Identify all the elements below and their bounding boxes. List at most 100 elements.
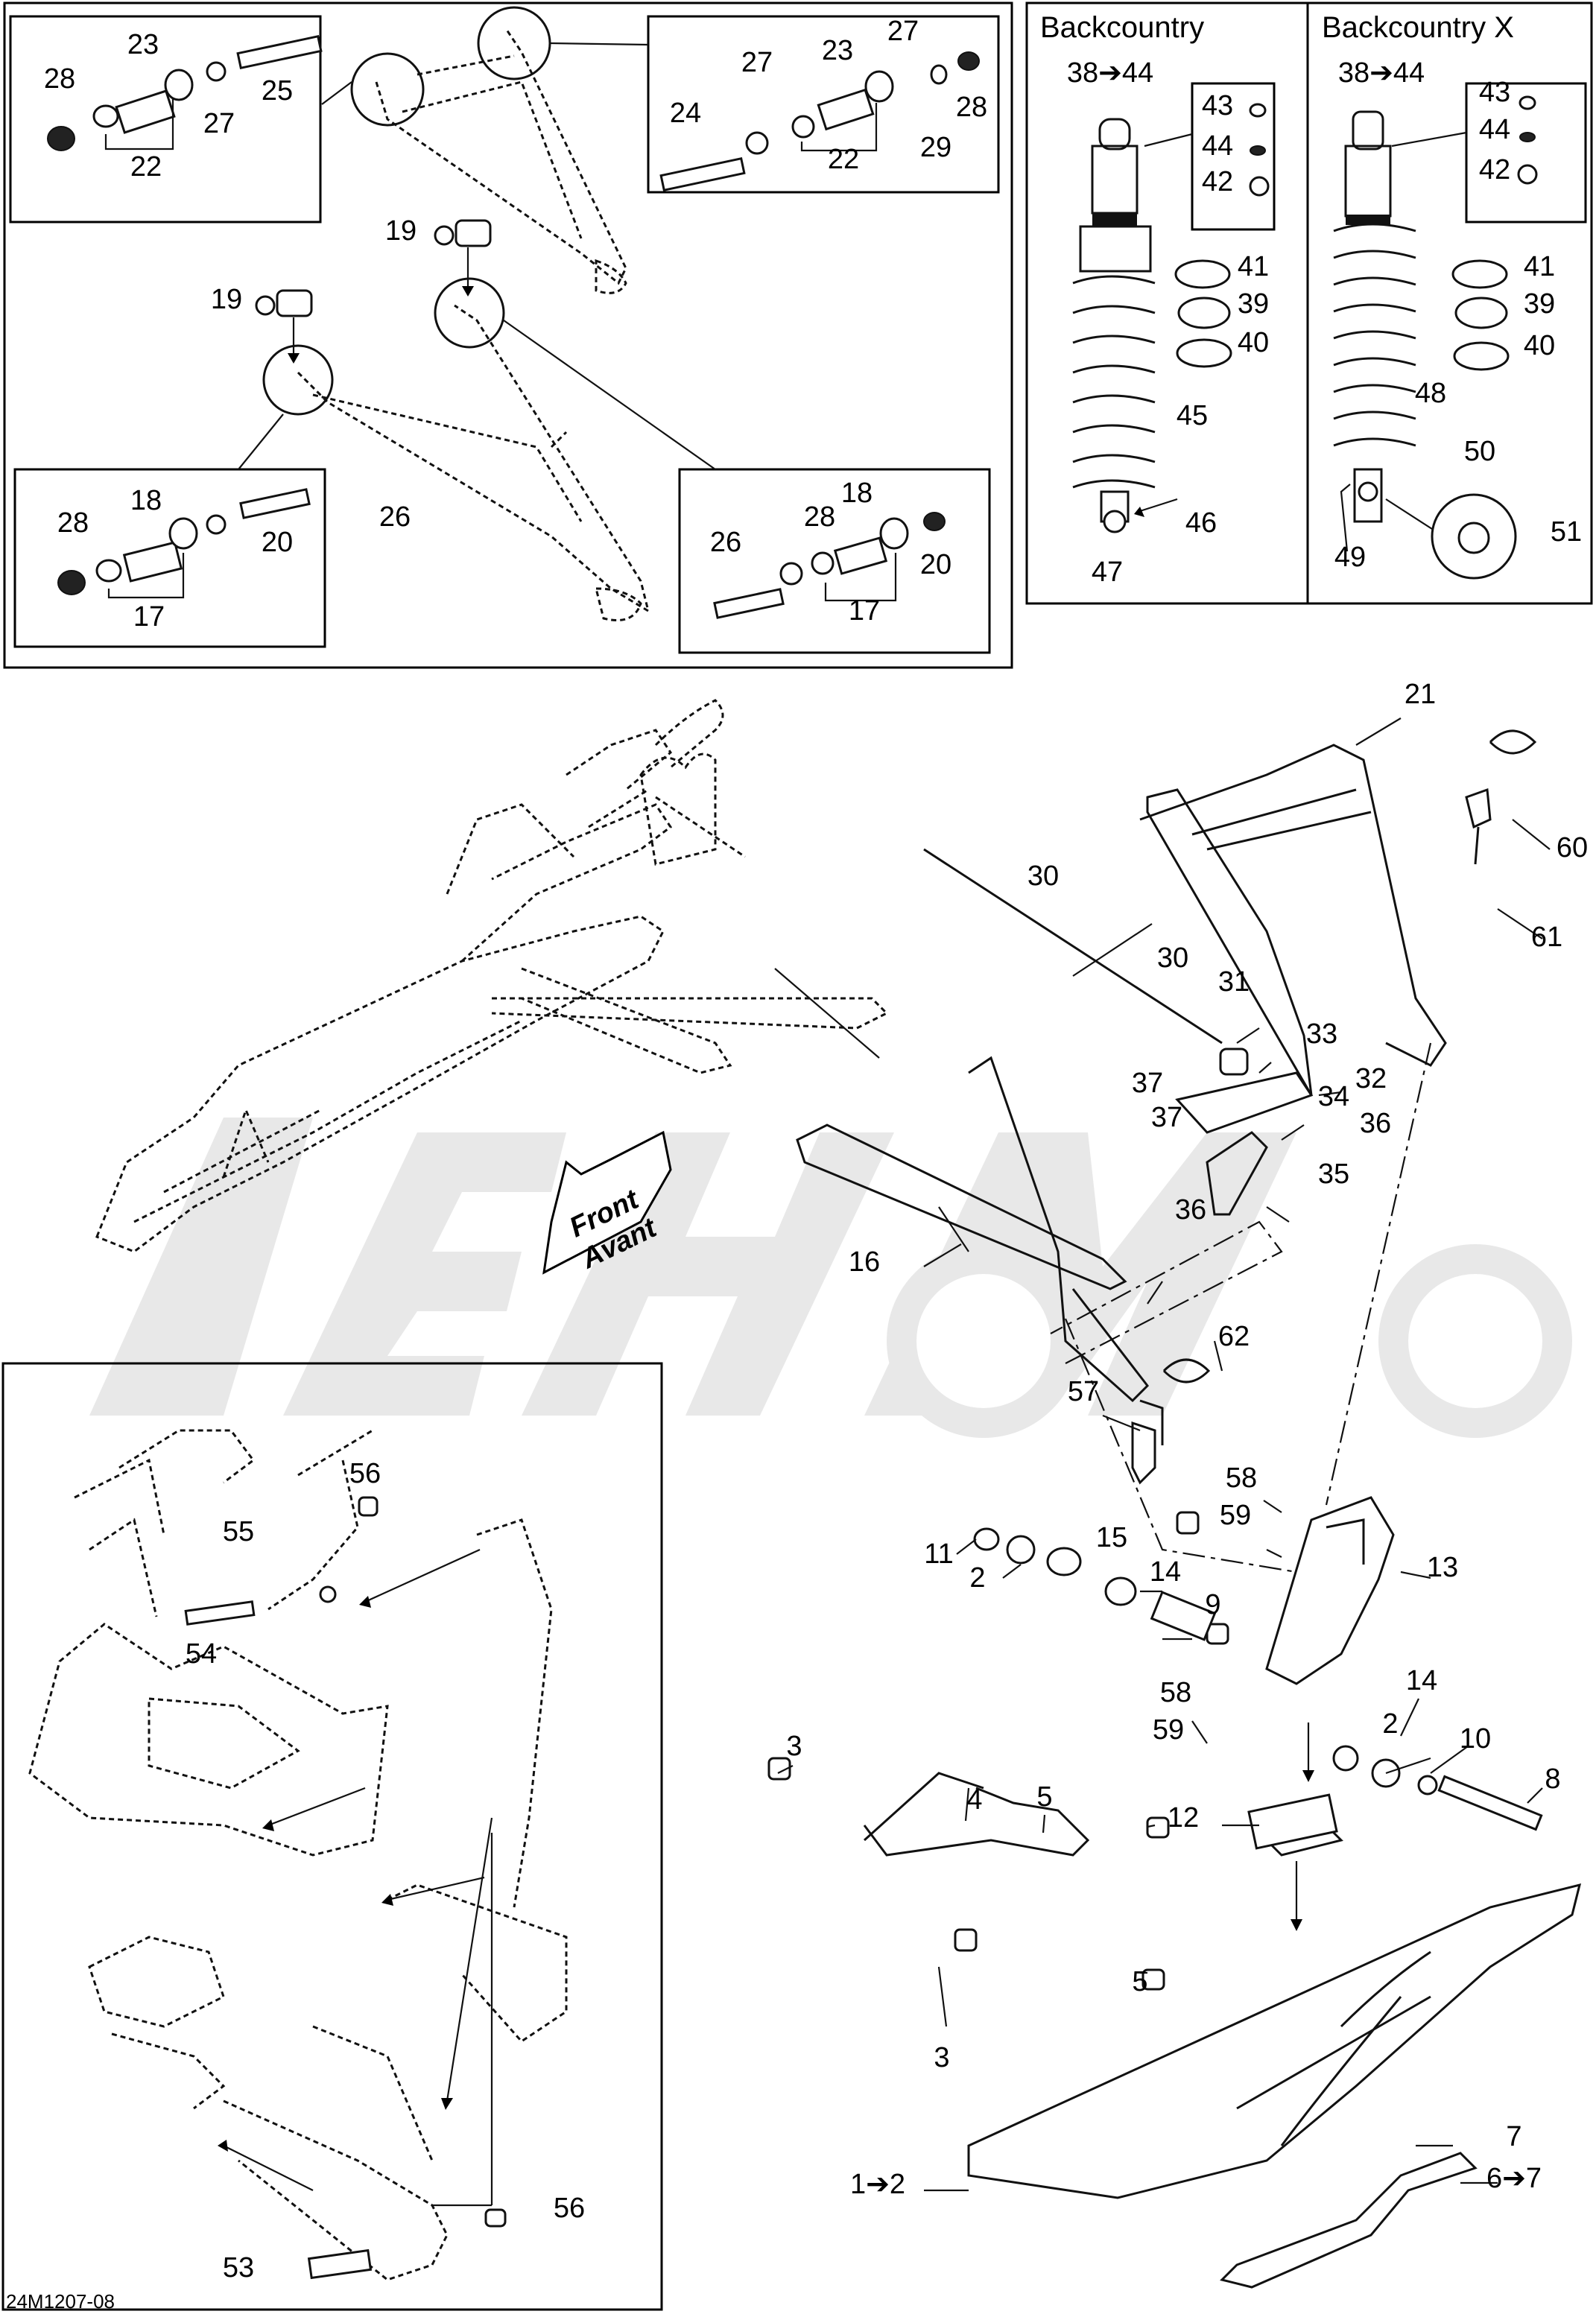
callout-label-c37: 44: [1479, 114, 1510, 145]
callout-label-c83: 7: [1506, 2121, 1521, 2152]
callout-label-c21: 18: [841, 478, 873, 509]
callout-label-c68: 2: [969, 1562, 985, 1594]
callout-label-c18: 26: [379, 501, 411, 533]
callout-label-c63: 58: [1226, 1462, 1257, 1494]
callout-label-c14: 19: [211, 284, 242, 315]
callout-label-c38: 42: [1479, 154, 1510, 186]
callout-leaders: [774, 717, 1551, 2192]
callout-label-c3: 25: [262, 75, 293, 107]
hardware-upper-right: [659, 51, 980, 191]
callout-label-c36: 43: [1479, 77, 1510, 108]
hardware-upper-left: [47, 35, 323, 151]
callout-label-c22: 20: [920, 549, 951, 580]
callout-label-c45: 49: [1334, 542, 1366, 573]
hardware-lower-right: [713, 512, 946, 619]
callout-label-c56: 37: [1151, 1102, 1182, 1133]
callout-label-c24: 17: [849, 595, 880, 627]
callout-label-c33: 46: [1185, 507, 1217, 539]
callout-label-c70: 9: [1205, 1589, 1220, 1620]
callout-label-c61: 62: [1218, 1321, 1250, 1352]
callout-label-c16: 18: [130, 485, 162, 516]
inset-frame-detail: [28, 1429, 568, 2281]
callout-label-c46: 21: [1405, 679, 1436, 710]
callout-label-c89: 56: [554, 2193, 585, 2224]
callout-label-c31: 40: [1238, 327, 1269, 358]
callout-label-c88: 54: [186, 1638, 217, 1670]
callout-label-c47: 60: [1557, 832, 1588, 863]
callout-label-c23: 28: [804, 501, 835, 533]
callout-label-c71: 58: [1160, 1677, 1191, 1708]
callout-label-c10: 28: [956, 92, 987, 123]
callout-label-c34: 47: [1092, 557, 1123, 588]
callout-label-c76: 8: [1545, 1763, 1560, 1795]
callout-label-c8: 27: [887, 16, 919, 47]
callout-label-c54: 37: [1132, 1068, 1163, 1099]
watermark-logo: [89, 1118, 1572, 1438]
callout-label-c32: 45: [1177, 400, 1208, 431]
shock-hardware-rings: [1174, 95, 1538, 371]
callout-label-c42: 48: [1415, 378, 1446, 409]
callout-label-c52: 33: [1306, 1018, 1337, 1050]
callout-label-c64: 59: [1220, 1500, 1251, 1531]
callout-label-c86: 56: [349, 1458, 381, 1489]
callout-label-c20: 26: [710, 527, 741, 558]
callout-label-c73: 14: [1406, 1665, 1437, 1696]
right-exploded-assembly: [767, 729, 1582, 2289]
callout-label-c25: 38➔44: [1067, 57, 1153, 89]
callout-label-c48: 61: [1531, 922, 1562, 953]
callout-label-c41: 40: [1524, 330, 1555, 361]
callout-label-c60: 36: [1175, 1194, 1206, 1226]
callout-label-c28: 42: [1202, 166, 1233, 197]
callout-label-c2: 23: [127, 29, 159, 60]
callout-label-c27: 44: [1202, 130, 1233, 162]
callout-label-c35: 38➔44: [1338, 57, 1425, 89]
callout-label-c74: 2: [1382, 1708, 1398, 1740]
callout-label-c43: 50: [1464, 436, 1495, 467]
shock-panel-title-backcountry-x: Backcountry X: [1322, 11, 1514, 44]
lower-a-arm-exploded: [238, 277, 716, 621]
callout-label-c67: 15: [1096, 1522, 1127, 1553]
callout-label-c72: 59: [1153, 1714, 1184, 1746]
callout-label-c5: 22: [130, 151, 162, 183]
callout-label-c11: 29: [920, 132, 951, 163]
callout-label-c58: 35: [1318, 1159, 1349, 1190]
hardware-lower-left: [57, 488, 311, 599]
callout-label-c57: 36: [1360, 1108, 1391, 1139]
callout-label-c7: 23: [822, 35, 853, 66]
callout-label-c6: 27: [741, 47, 773, 78]
callout-label-c85: 1➔2: [850, 2169, 905, 2200]
callout-label-c9: 24: [670, 98, 701, 129]
callout-label-c80: 3: [786, 1731, 802, 1762]
callout-label-c53: 32: [1355, 1063, 1387, 1094]
shock-absorber-backcountry: [1072, 118, 1193, 533]
callout-label-c39: 41: [1524, 251, 1555, 282]
callout-label-c26: 43: [1202, 90, 1233, 121]
callout-label-c19: 17: [133, 601, 165, 633]
callout-label-c49: 30: [1027, 861, 1059, 892]
callout-label-c50: 30: [1157, 942, 1188, 974]
callout-label-c77: 12: [1168, 1802, 1199, 1834]
upper-a-arm-exploded: [321, 6, 649, 294]
callout-label-c40: 39: [1524, 288, 1555, 320]
shock-panel-title-backcountry: Backcountry: [1040, 11, 1204, 44]
callout-label-c69: 14: [1150, 1556, 1181, 1588]
callout-label-c79: 5: [1036, 1781, 1052, 1813]
callout-label-c75: 10: [1460, 1723, 1491, 1755]
callout-label-c1: 28: [44, 63, 75, 95]
callout-label-c84: 6➔7: [1486, 2163, 1542, 2194]
callout-label-c62: 57: [1068, 1376, 1099, 1407]
figure-code: 24M1207-08: [6, 2290, 115, 2313]
callout-label-c30: 39: [1238, 288, 1269, 320]
callout-label-c15: 28: [57, 507, 89, 539]
callout-label-c17: 20: [262, 527, 293, 558]
callout-label-c12: 22: [828, 144, 859, 175]
callout-label-c66: 11: [924, 1538, 953, 1570]
callout-label-c78: 4: [966, 1784, 982, 1816]
callout-label-c65: 13: [1427, 1552, 1458, 1583]
callout-label-c44: 51: [1551, 516, 1582, 548]
callout-label-c29: 41: [1238, 251, 1269, 282]
shock-absorber-backcountry-x: [1333, 110, 1517, 580]
